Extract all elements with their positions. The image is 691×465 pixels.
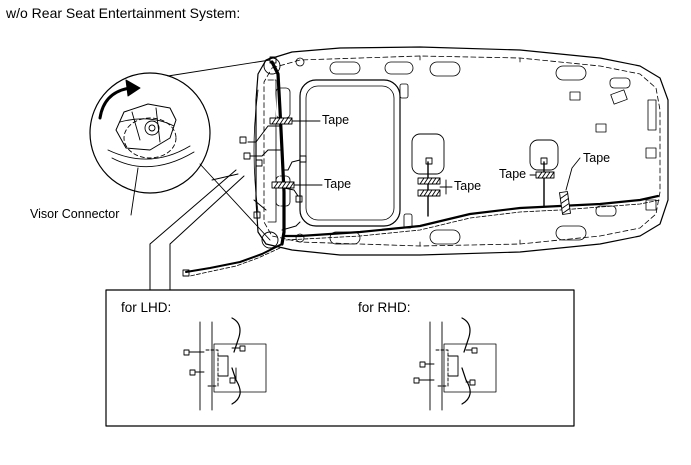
roof-outline [253, 46, 669, 256]
tape-label-2: Tape [324, 177, 352, 191]
tape-label-1: Tape [322, 113, 350, 127]
connector-boxes [182, 56, 548, 277]
inset-box [105, 289, 575, 427]
tape-wrap-3 [417, 177, 441, 197]
tape-label-4: Tape [499, 167, 527, 181]
pillar-circles [261, 57, 281, 249]
dome-lamps [411, 133, 559, 175]
lhd-label: for LHD: [121, 300, 172, 315]
diagram-heading: w/o Rear Seat Entertainment System: [6, 5, 241, 21]
lhd-detail [183, 317, 267, 411]
tape-label-3: Tape [454, 179, 482, 193]
rhd-detail [413, 317, 497, 411]
tape-label-5: Tape [583, 151, 611, 165]
tape-wrap-1 [269, 117, 293, 125]
sunroof [299, 79, 401, 227]
inset-leaders [149, 169, 267, 291]
tape-wraps [269, 117, 571, 215]
tape-leaders [291, 120, 581, 195]
rhd-label: for RHD: [358, 300, 411, 315]
wire-harness [185, 60, 661, 277]
visor-connector-label: Visor Connector [30, 207, 120, 221]
tape-wrap-4 [535, 171, 555, 179]
tape-wrap-2 [271, 181, 295, 189]
tape-wrap-5 [559, 191, 571, 215]
visor-magnifier [89, 59, 271, 241]
